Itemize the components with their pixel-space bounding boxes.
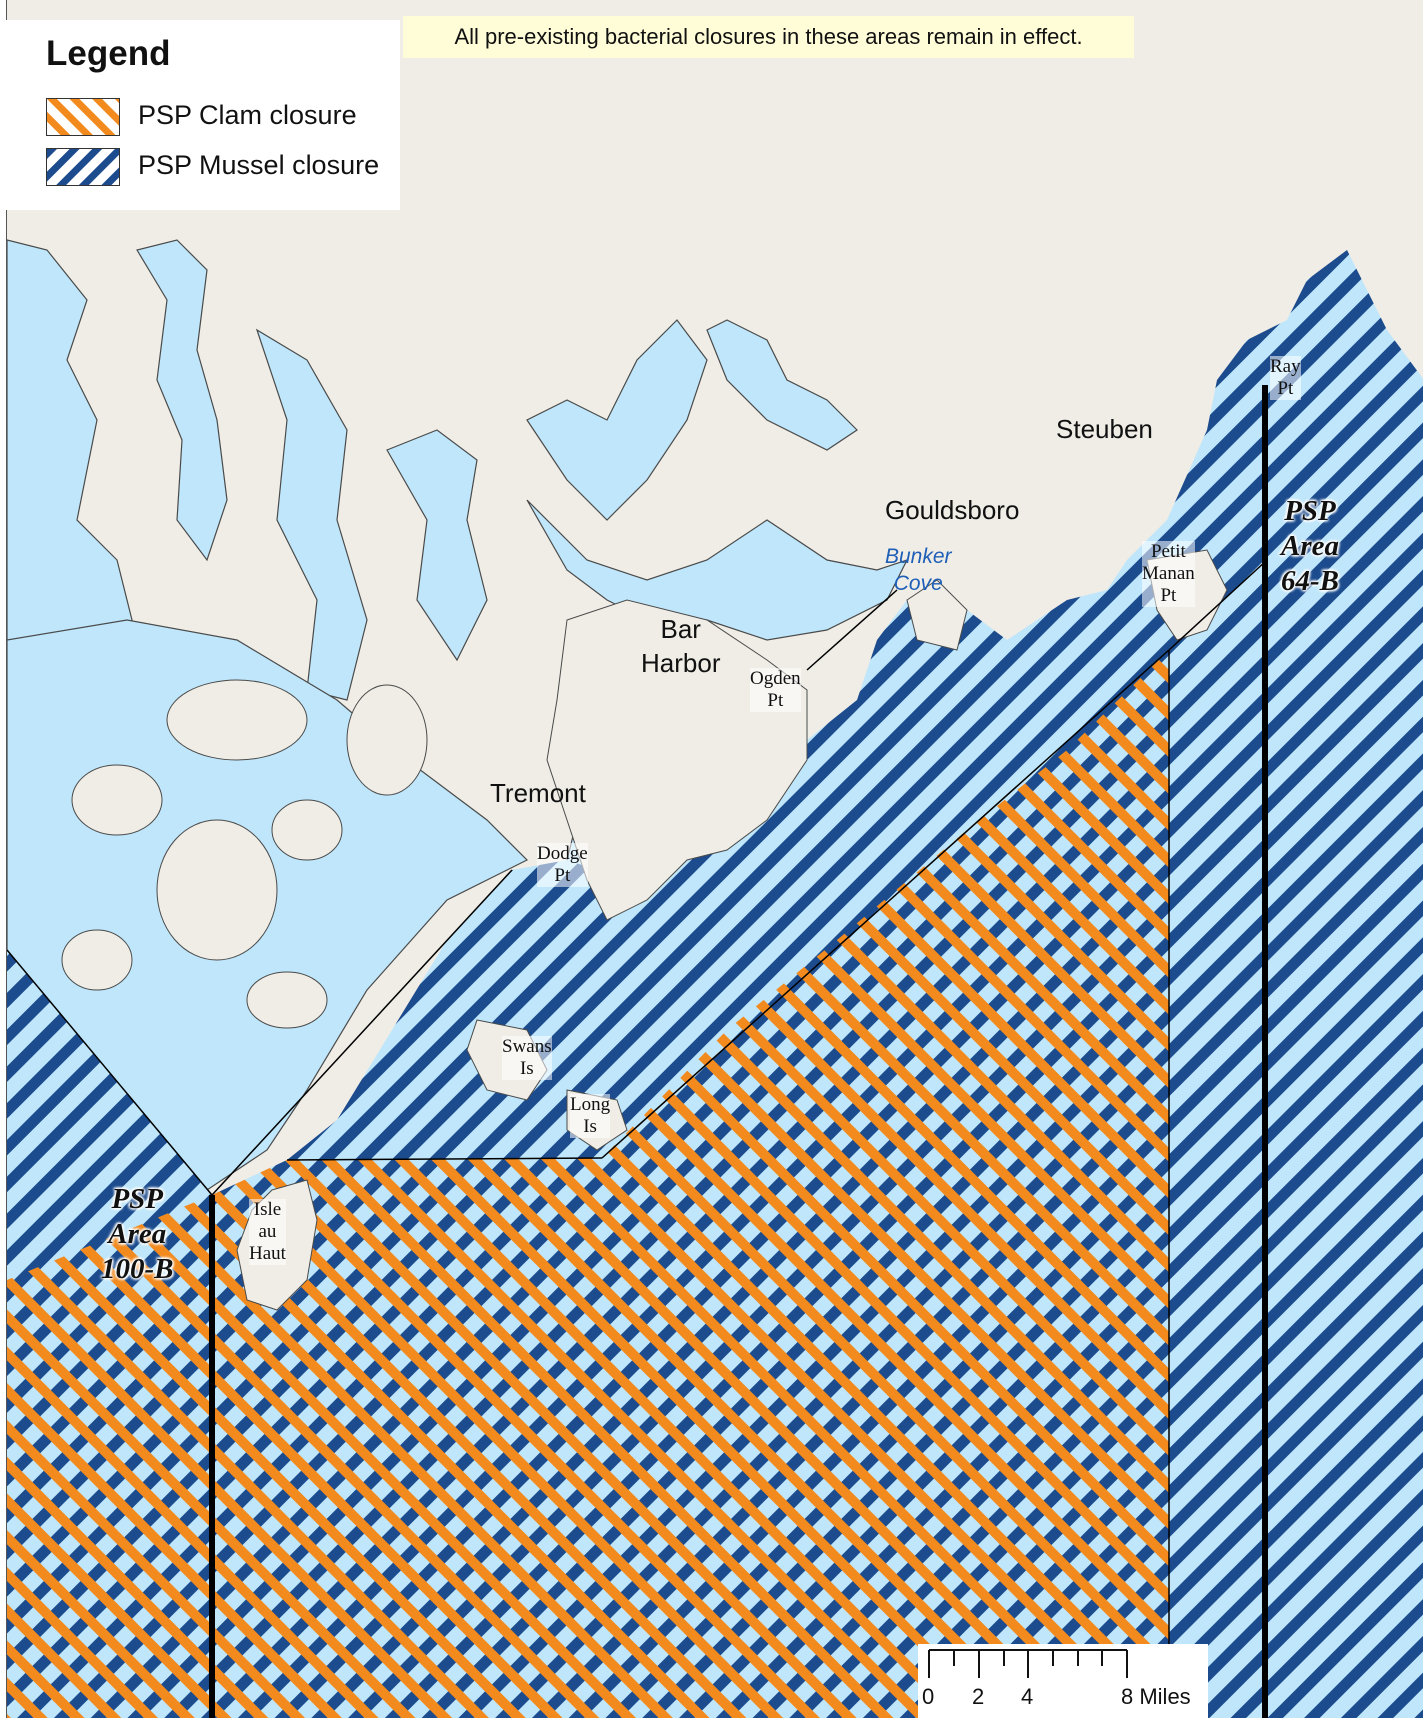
scale-bar: 0 2 4 8 Miles — [918, 1644, 1208, 1718]
scale-tick-4: 4 — [1021, 1684, 1034, 1709]
legend-label-clam: PSP Clam closure — [138, 100, 357, 130]
place-label-bunker-cove: Bunker Cove — [885, 545, 952, 595]
clam-swatch — [46, 98, 120, 136]
scale-tick-2: 2 — [972, 1684, 985, 1709]
area-label-100b: PSP Area 100-B — [101, 1183, 174, 1285]
scale-tick-0: 0 — [922, 1684, 935, 1709]
clam-closure-zone — [7, 650, 1169, 1718]
scale-bar-ruler — [928, 1649, 1128, 1678]
notice-banner: All pre-existing bacterial closures in t… — [403, 16, 1134, 58]
place-label-ogden-pt: Ogden Pt — [750, 668, 801, 712]
place-label-gouldsboro: Gouldsboro — [885, 495, 1020, 525]
closure-boundaries — [7, 385, 1268, 1718]
legend: Legend PSP Clam closure PSP Mussel closu… — [6, 20, 400, 210]
map-frame[interactable]: Steuben Gouldsboro Bar Harbor Tremont Ra… — [6, 0, 1423, 1718]
place-label-petit-manan-pt: Petit Manan Pt — [1142, 541, 1195, 607]
mussel-swatch — [46, 148, 120, 186]
place-label-tremont: Tremont — [490, 778, 586, 808]
place-label-isle-au-haut: Isle au Haut — [249, 1199, 286, 1265]
place-label-dodge-pt: Dodge Pt — [537, 843, 588, 887]
map-canvas[interactable] — [7, 0, 1423, 1718]
scale-tick-8-miles: 8 Miles — [1121, 1684, 1191, 1709]
place-label-swans-is: Swans Is — [502, 1036, 552, 1080]
place-label-ray-pt: Ray Pt — [1270, 356, 1301, 400]
legend-title: Legend — [46, 34, 171, 73]
area-label-64b: PSP Area 64-B — [1281, 495, 1339, 597]
legend-label-mussel: PSP Mussel closure — [138, 150, 380, 180]
place-label-steuben: Steuben — [1056, 414, 1153, 444]
place-label-bar-harbor: Bar Harbor — [641, 614, 721, 678]
place-label-long-is: Long Is — [570, 1094, 611, 1138]
